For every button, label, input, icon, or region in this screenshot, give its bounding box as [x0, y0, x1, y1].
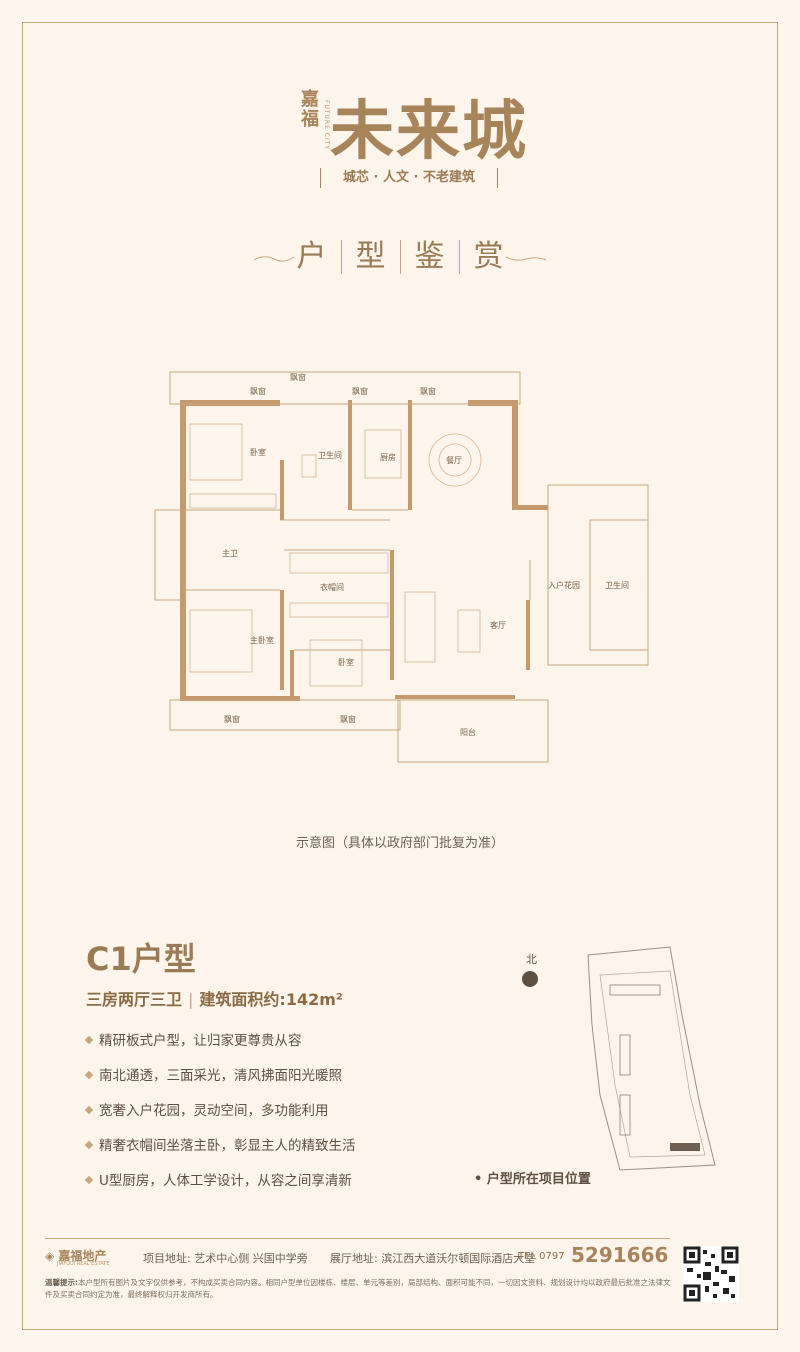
site-label: • 户型所在项目位置 — [474, 1172, 591, 1187]
qr-code-icon[interactable] — [683, 1246, 739, 1302]
room-label: 飘窗 — [290, 372, 306, 382]
room-label: 衣帽间 — [320, 582, 344, 592]
tel-number[interactable]: 5291666 — [571, 1243, 669, 1267]
swirl-left-icon — [253, 256, 295, 262]
room-label: 卫生间 — [605, 580, 629, 590]
room-label: 入户花园 — [548, 580, 580, 590]
feature-list: 精研板式户型，让归家更尊贵从容 南北通透，三面采光，清风拂面阳光暖照 宽奢入户花… — [86, 1032, 356, 1207]
room-label: 主卫 — [222, 548, 238, 558]
room-label: 厨房 — [380, 452, 396, 462]
north-label: 北 — [526, 953, 537, 966]
page-frame — [22, 22, 778, 1330]
unit-area-label: 建筑面积约: — [199, 990, 286, 1009]
feature-item: 南北通透，三面采光，清风拂面阳光暖照 — [86, 1067, 356, 1102]
brand-prefix: 嘉福 — [301, 89, 319, 130]
footer-divider — [45, 1238, 670, 1239]
disclaimer-text: 本户型所有图片及文字仅供参考，不构成买卖合同内容。相同户型单位因楼栋、楼层、单元… — [45, 1278, 671, 1299]
room-label: 主卧室 — [250, 635, 274, 645]
room-label: 餐厅 — [446, 456, 462, 465]
brand-english: FUTURE CITY — [323, 100, 330, 151]
room-label: 飘窗 — [250, 386, 266, 396]
floor-plan: 飘窗 飘窗 飘窗 飘窗 飘窗 飘窗 卧室 卫生间 厨房 餐厅 主卫 衣帽间 主卧… — [154, 371, 649, 763]
tel-label: TEL 0797 — [518, 1251, 565, 1262]
room-label: 飘窗 — [224, 714, 240, 724]
footer-logo-english: JIAFUDI REAL ESTATE — [57, 1261, 110, 1267]
site-label-text: 户型所在项目位置 — [486, 1172, 591, 1187]
showroom-address: 展厅地址: 滨江西大道沃尔顿国际酒店大堂 — [330, 1252, 536, 1265]
footer: ◈ 嘉福地产 JIAFUDI REAL ESTATE 项目地址: 艺术中心侧 兴… — [45, 1243, 675, 1271]
room-label: 飘窗 — [420, 386, 436, 396]
feature-item: 精研板式户型，让归家更尊贵从容 — [86, 1032, 356, 1067]
plan-caption: 示意图（具体以政府部门批复为准） — [295, 836, 504, 851]
disclaimer: 温馨提示:本户型所有图片及文字仅供参考，不构成买卖合同内容。相同户型单位因楼栋、… — [45, 1277, 675, 1301]
disclaimer-label: 温馨提示: — [45, 1278, 78, 1287]
section-title-char: 户 — [283, 240, 342, 274]
unit-subtitle: 三房两厅三卫|建筑面积约:142m² — [86, 990, 343, 1009]
swirl-right-icon — [505, 256, 547, 261]
feature-item: 宽奢入户花园，灵动空间，多功能利用 — [86, 1102, 356, 1137]
section-title-char: 赏 — [473, 239, 504, 274]
section-title-char: 鉴 — [401, 240, 460, 274]
room-label: 飘窗 — [352, 386, 368, 396]
room-label: 卫生间 — [318, 450, 342, 460]
project-address: 项目地址: 艺术中心侧 兴国中学旁 — [143, 1252, 308, 1265]
unit-title: C1户型 — [86, 940, 196, 978]
room-label: 飘窗 — [340, 714, 356, 724]
footer-logo-text: 嘉福地产 — [58, 1249, 107, 1263]
feature-item: U型厨房，人体工学设计，从容之间享清新 — [86, 1172, 356, 1207]
unit-area-value: 142m² — [285, 990, 343, 1009]
room-label: 客厅 — [490, 620, 506, 630]
site-plan: 北 — [522, 946, 716, 1171]
section-title-char: 型 — [342, 240, 401, 274]
footer-logo: ◈ 嘉福地产 — [45, 1249, 107, 1263]
room-label: 卧室 — [338, 657, 354, 667]
compass-icon — [522, 971, 538, 987]
section-title: 户 型 鉴 赏 — [250, 240, 550, 276]
room-label: 卧室 — [250, 447, 266, 457]
brand-slogan: 城芯 · 人文 · 不老建筑 — [320, 168, 498, 188]
feature-item: 精奢衣帽间坐落主卧，彰显主人的精致生活 — [86, 1137, 356, 1172]
unit-layout: 三房两厅三卫 — [86, 990, 183, 1009]
brand-logo-text: 未来城 — [330, 94, 528, 169]
room-label: 阳台 — [460, 727, 476, 737]
